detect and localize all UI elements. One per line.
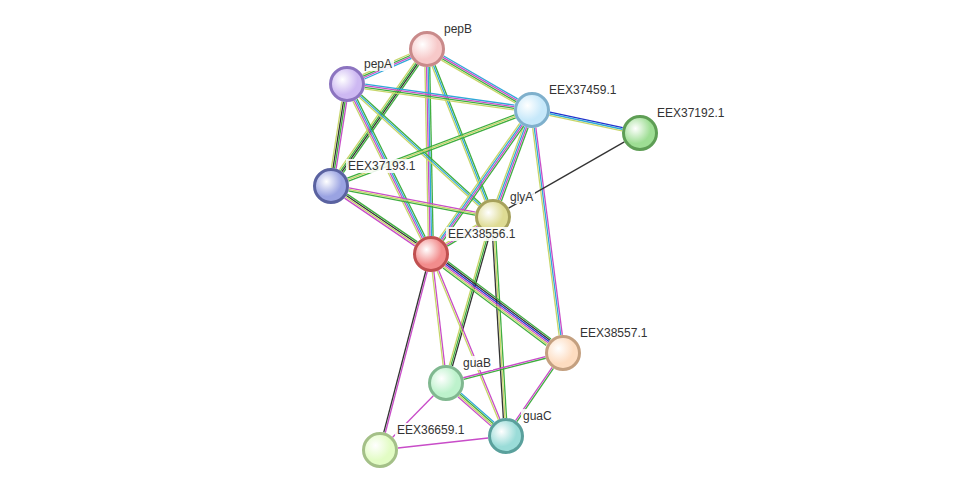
evidence-line <box>494 235 505 418</box>
evidence-line <box>444 56 518 99</box>
evidence-line <box>432 66 485 200</box>
evidence-line <box>365 84 514 105</box>
protein-node: EEX38556.1 <box>413 236 449 272</box>
node-label: guaB <box>461 356 493 370</box>
protein-node: guaB <box>428 365 464 401</box>
node-label: EEX37192.1 <box>655 106 726 120</box>
interaction-edge <box>331 101 346 168</box>
evidence-line <box>550 114 623 130</box>
evidence-line <box>550 112 623 128</box>
protein-node: pepA <box>329 66 365 102</box>
evidence-line <box>458 397 491 426</box>
interaction-edge <box>398 438 488 448</box>
evidence-line <box>443 268 546 345</box>
evidence-line <box>549 115 622 131</box>
evidence-line <box>460 394 493 423</box>
evidence-line <box>439 123 519 238</box>
evidence-line <box>444 267 547 344</box>
interaction-edge <box>439 123 523 240</box>
evidence-line <box>364 89 513 110</box>
protein-node: EEX37192.1 <box>622 115 658 151</box>
evidence-line <box>492 235 503 418</box>
interaction-edge <box>533 128 563 336</box>
evidence-line <box>361 95 480 204</box>
protein-node: guaC <box>488 418 524 454</box>
protein-node: pepB <box>409 31 445 67</box>
interaction-edge <box>458 393 494 426</box>
evidence-line <box>442 59 516 102</box>
evidence-line <box>443 126 523 241</box>
node-label: pepB <box>442 22 474 36</box>
evidence-line <box>441 124 521 239</box>
evidence-line <box>345 198 415 246</box>
evidence-line <box>509 142 625 208</box>
evidence-line <box>434 66 487 200</box>
evidence-line <box>398 438 488 448</box>
evidence-line <box>452 235 489 366</box>
evidence-line <box>459 396 492 425</box>
node-label: guaC <box>521 409 554 423</box>
evidence-line <box>461 393 494 422</box>
evidence-line <box>365 87 514 108</box>
evidence-line <box>443 57 517 100</box>
protein-node: EEX38557.1 <box>545 335 581 371</box>
interaction-edge <box>364 84 514 110</box>
evidence-line <box>363 54 410 75</box>
evidence-line <box>331 101 341 167</box>
evidence-line <box>534 128 560 335</box>
evidence-line <box>333 102 343 168</box>
interaction-edge <box>492 235 506 418</box>
interaction-edge <box>509 142 625 208</box>
protein-node: EEX36659.1 <box>362 432 398 468</box>
evidence-line <box>345 197 415 245</box>
interaction-edge <box>443 262 551 346</box>
node-label: EEX38556.1 <box>446 227 517 241</box>
evidence-line <box>536 128 562 335</box>
interaction-edge <box>363 54 412 79</box>
interaction-edge <box>549 112 622 131</box>
evidence-line <box>346 195 416 243</box>
protein-node: EEX37459.1 <box>514 92 550 128</box>
evidence-line <box>445 265 548 342</box>
evidence-line <box>384 271 426 432</box>
evidence-line <box>347 194 417 242</box>
evidence-line <box>365 86 514 107</box>
evidence-line <box>533 128 559 335</box>
evidence-line <box>432 272 443 365</box>
node-label: glyA <box>508 190 535 204</box>
evidence-line <box>448 262 551 339</box>
protein-node: EEX37193.1 <box>313 168 349 204</box>
node-label: pepA <box>362 57 394 71</box>
node-label: EEX37459.1 <box>547 83 618 97</box>
node-label: EEX38557.1 <box>578 326 649 340</box>
interaction-edge <box>345 194 418 246</box>
node-label: EEX36659.1 <box>395 423 466 437</box>
evidence-line <box>442 125 522 240</box>
node-label: EEX37193.1 <box>346 159 417 173</box>
